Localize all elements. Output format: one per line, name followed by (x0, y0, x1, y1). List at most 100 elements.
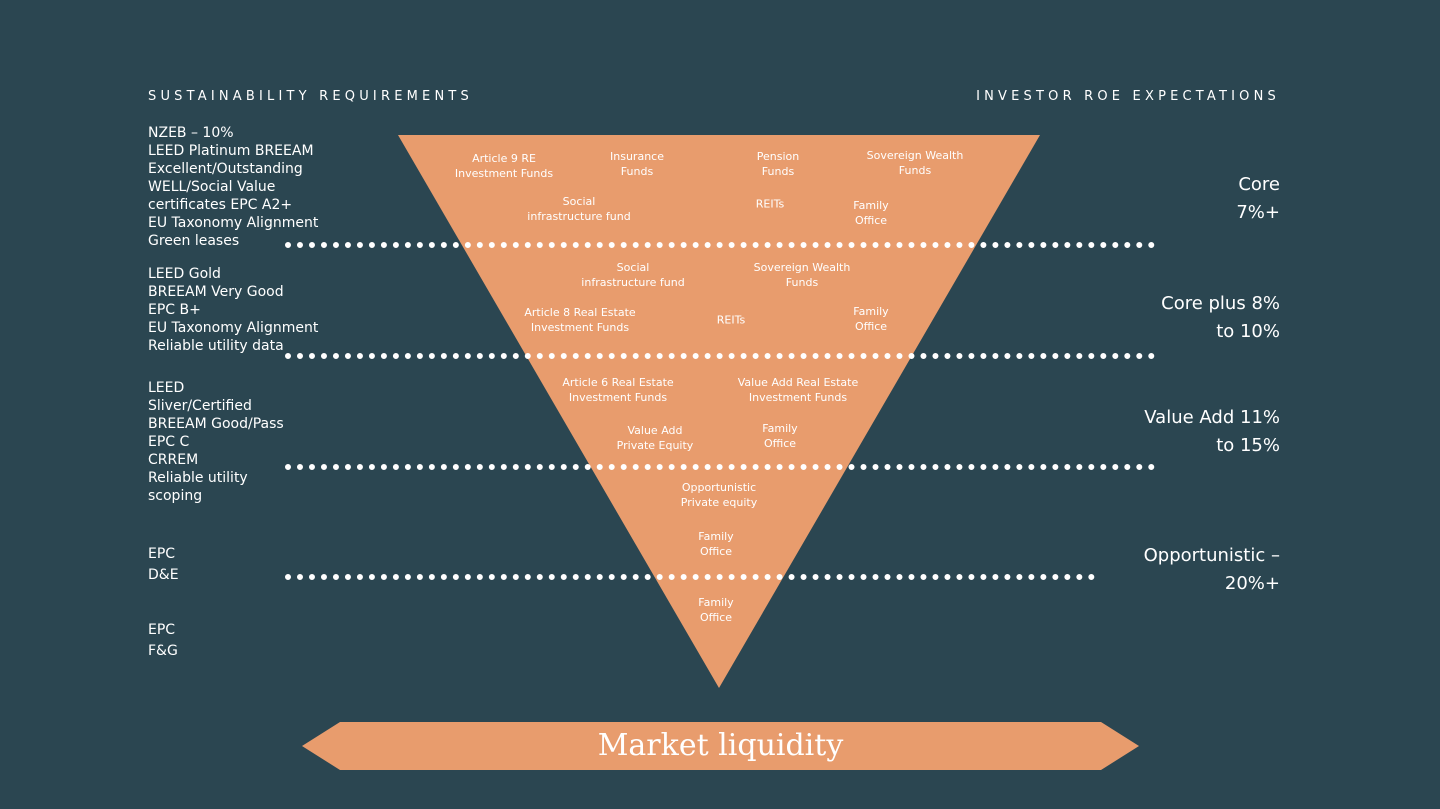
fund-line: Opportunistic (681, 481, 757, 494)
sustainability-requirements-header: SUSTAINABILITY REQUIREMENTS (148, 89, 473, 104)
fund-line: Family (698, 530, 734, 543)
fund-line: Investment Funds (568, 391, 668, 404)
requirement-item: EU Taxonomy Alignment (148, 320, 319, 336)
requirement-item: CRREM (148, 452, 199, 468)
tier-divider-3 (285, 464, 1155, 470)
fund-article9: Article 9 RE Investment Funds (455, 151, 553, 181)
roe-line: Value Add 11% (1144, 407, 1280, 428)
fund-line: Article 6 Real Estate (562, 376, 674, 389)
requirement-item: NZEB – 10% (148, 125, 234, 141)
roe-line: 7%+ (1236, 202, 1280, 223)
requirements-tier-5: EPC F&G (148, 620, 178, 662)
requirement-item: F&G (148, 643, 178, 659)
fund-line: Family (853, 199, 889, 212)
roe-core-plus: Core plus 8% to 10% (1161, 290, 1280, 346)
fund-line: Family (698, 596, 734, 609)
requirement-item: WELL/Social Value (148, 179, 276, 195)
roe-line: Core plus 8% (1161, 293, 1280, 314)
fund-line: Sovereign Wealth (866, 149, 964, 162)
roe-line: Core (1238, 174, 1280, 195)
roe-line: to 15% (1216, 435, 1280, 456)
requirements-tier-3: LEED Sliver/Certified BREEAM Good/Pass E… (148, 379, 284, 505)
fund-reits: REITs (717, 313, 745, 328)
fund-line: Office (699, 545, 733, 558)
market-liquidity-label: Market liquidity (597, 728, 844, 763)
requirement-item: Reliable utility (148, 470, 248, 486)
fund-line: Funds (761, 165, 795, 178)
fund-social-infrastructure: Social infrastructure fund (527, 194, 630, 224)
tier-divider-4 (285, 574, 1095, 580)
fund-line: infrastructure fund (527, 210, 631, 223)
fund-line: Family (853, 305, 889, 318)
fund-line: Private equity (680, 496, 758, 509)
market-liquidity-arrow (302, 722, 1139, 770)
roe-opportunistic: Opportunistic – 20%+ (1144, 542, 1280, 598)
roe-line: Opportunistic – (1143, 545, 1280, 566)
requirement-item: EPC C (148, 434, 190, 450)
fund-line: Value Add (627, 424, 683, 437)
fund-line: Pension (756, 150, 800, 163)
fund-line: infrastructure fund (581, 276, 685, 289)
investor-roe-header: INVESTOR ROE EXPECTATIONS (976, 89, 1280, 104)
fund-line: REITs (716, 313, 746, 327)
fund-line: Office (854, 320, 888, 333)
fund-line: Social (616, 261, 650, 274)
fund-line: Investment Funds (454, 167, 554, 180)
requirement-item: Excellent/Outstanding (148, 161, 303, 177)
requirement-item: Sliver/Certified (148, 398, 252, 414)
fund-line: Funds (785, 276, 819, 289)
requirement-item: EPC (148, 622, 176, 638)
inverted-pyramid (398, 135, 1040, 688)
requirement-item: EU Taxonomy Alignment (148, 215, 319, 231)
requirement-item: D&E (148, 567, 179, 583)
requirement-item: scoping (148, 488, 203, 504)
tier-divider-1 (285, 242, 1155, 248)
requirement-item: BREEAM Very Good (148, 284, 284, 300)
fund-line: REITs (755, 197, 785, 211)
fund-reits: REITs (756, 197, 784, 212)
fund-line: Family (762, 422, 798, 435)
tier-divider-2 (285, 353, 1155, 359)
fund-line: Office (763, 437, 797, 450)
requirements-tier-1: NZEB – 10% LEED Platinum BREEAM Excellen… (148, 124, 318, 250)
fund-line: Office (854, 214, 888, 227)
requirements-tier-2: LEED Gold BREEAM Very Good EPC B+ EU Tax… (148, 265, 318, 355)
fund-line: Investment Funds (530, 321, 630, 334)
fund-line: Investment Funds (748, 391, 848, 404)
fund-line: Funds (898, 164, 932, 177)
requirement-item: BREEAM Good/Pass (148, 416, 284, 432)
fund-line: Social (562, 195, 596, 208)
fund-line: Private Equity (616, 439, 694, 452)
roe-line: to 10% (1216, 321, 1280, 342)
fund-line: Article 9 RE (472, 152, 536, 165)
requirement-item: LEED Platinum BREEAM (148, 143, 314, 159)
fund-line: Sovereign Wealth (753, 261, 851, 274)
requirement-item: Reliable utility data (148, 338, 284, 354)
fund-line: Article 8 Real Estate (524, 306, 636, 319)
fund-line: Insurance (610, 150, 664, 163)
fund-line: Funds (620, 165, 654, 178)
requirement-item: Green leases (148, 233, 240, 249)
roe-core: Core 7%+ (1236, 171, 1280, 227)
requirement-item: EPC (148, 546, 176, 562)
fund-line: Office (699, 611, 733, 624)
requirement-item: LEED (148, 380, 185, 396)
roe-line: 20%+ (1224, 573, 1280, 594)
requirement-item: EPC B+ (148, 302, 201, 318)
fund-line: Value Add Real Estate (737, 376, 859, 389)
requirement-item: certificates EPC A2+ (148, 197, 293, 213)
